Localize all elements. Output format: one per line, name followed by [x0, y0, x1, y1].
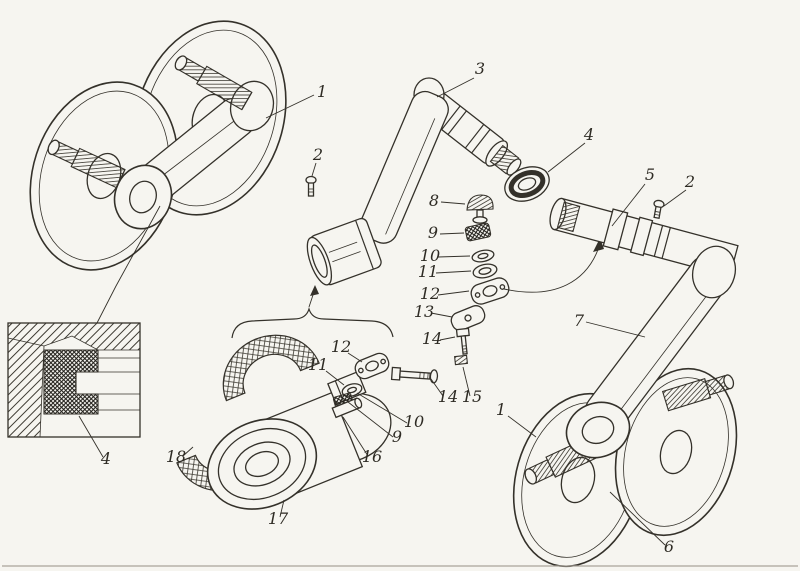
callout-label-17: 17: [268, 509, 289, 528]
center-arm-hub: [306, 217, 382, 286]
leader-lines: [78, 77, 687, 546]
callout-label-15: 15: [462, 387, 482, 406]
bolt-horizontal: [390, 366, 439, 384]
callout-label-9: 9: [428, 223, 438, 242]
flange-plate-lower: [354, 352, 390, 380]
callout-label-5: 5: [645, 165, 655, 184]
housing-hatch-top: [8, 323, 140, 350]
cover-plate: [450, 305, 486, 331]
callout-label-7: 7: [574, 311, 585, 330]
nut-lower: [454, 354, 468, 366]
bolt-right: [653, 199, 665, 219]
callout-label-18: 18: [166, 447, 186, 466]
seal-profile: [43, 349, 99, 415]
upper-shell: [222, 334, 320, 402]
right-hub-stub-rear: [661, 374, 735, 412]
callout-label-10-lower: 10: [404, 412, 424, 431]
callout-label-1-top: 1: [317, 82, 327, 101]
nut: [464, 222, 492, 242]
callout-label-2-left: 2: [312, 145, 323, 164]
callout-label-14: 14: [422, 329, 442, 348]
callout-label-11-lower: 11: [308, 355, 328, 374]
callout-labels: 1 2 3 4 5 2 8 9 10 11 12 13 14 7 12 11 1…: [100, 59, 695, 556]
bolt-vertical: [455, 327, 470, 355]
seal-ring: [504, 166, 550, 202]
bolt-left: [305, 175, 317, 197]
center-arm-body: [359, 90, 449, 244]
callout-label-9-lower: 9: [392, 427, 402, 446]
lock-washer: [472, 263, 498, 279]
callout-label-3: 3: [475, 59, 485, 78]
callout-label-1-bottom: 1: [496, 400, 506, 419]
breather-cap: [466, 194, 494, 224]
curved-leader: [503, 238, 604, 293]
callout-label-4-seal: 4: [583, 125, 594, 144]
gasket-plate: [470, 277, 510, 305]
callout-label-12: 12: [420, 284, 440, 303]
callout-label-8: 8: [429, 191, 439, 210]
stud: [331, 397, 363, 419]
callout-label-11: 11: [418, 262, 438, 281]
housing-hatch-left: [8, 338, 44, 437]
callout-label-6: 6: [664, 537, 674, 556]
flat-washer: [471, 249, 495, 263]
detail-leader-line: [96, 205, 161, 324]
section-detail-box: [7, 322, 141, 438]
callout-label-14-lower: 14: [438, 387, 458, 406]
assembly-brace: [231, 285, 394, 339]
callout-label-4-box: 4: [100, 449, 111, 468]
right-arm: [524, 245, 737, 485]
callout-label-16: 16: [362, 447, 382, 466]
center-arm: [306, 77, 522, 286]
left-balance-arm: [47, 55, 275, 230]
bushing-assembly: [176, 334, 392, 510]
callout-label-2-right: 2: [684, 172, 695, 191]
callout-label-13: 13: [414, 302, 434, 321]
callout-label-10: 10: [420, 246, 440, 265]
callout-label-12-lower: 12: [331, 337, 351, 356]
